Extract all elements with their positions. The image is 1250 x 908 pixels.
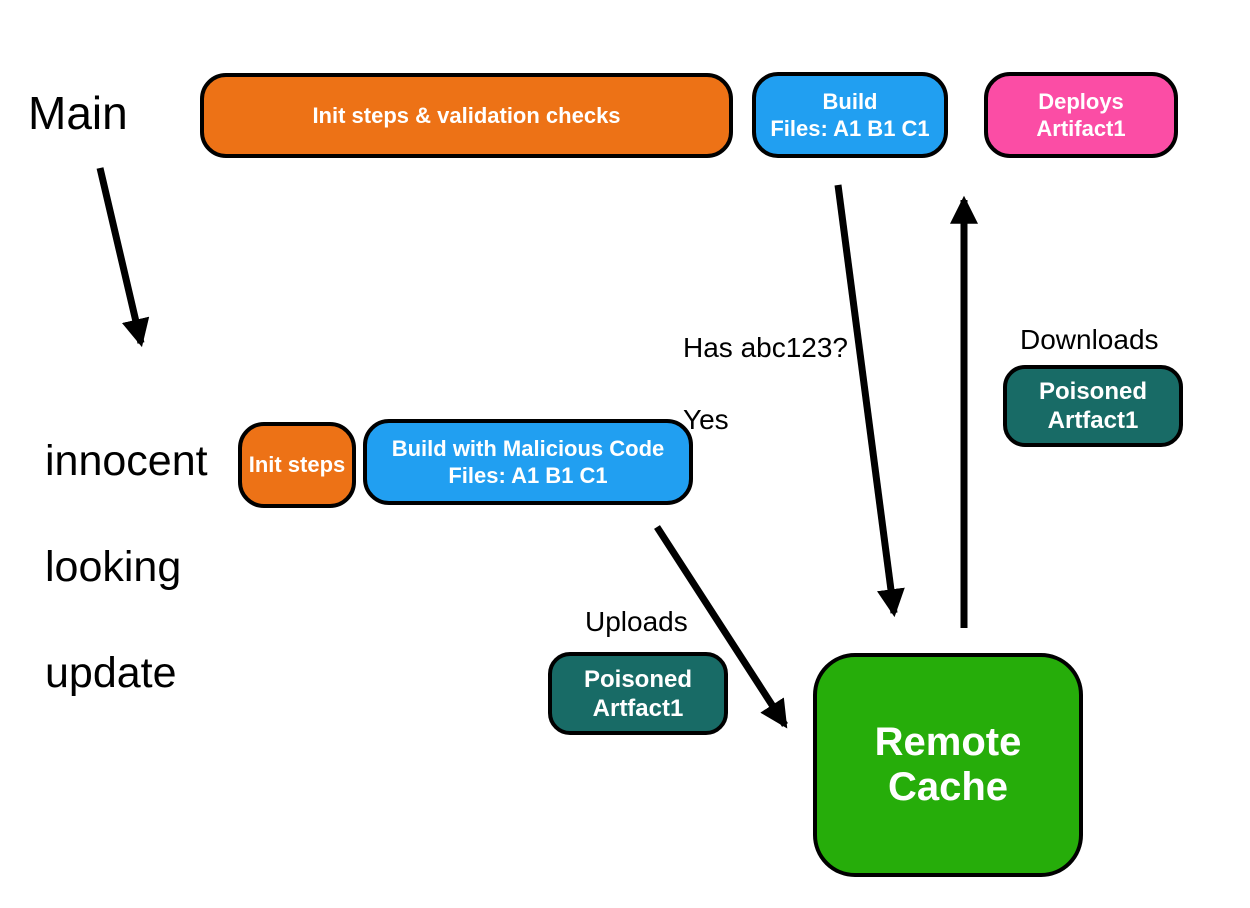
node-build-files: Build Files: A1 B1 C1 <box>752 72 948 158</box>
node-poisoned-artifact-uploaded-line2: Artfact1 <box>592 694 684 722</box>
node-init-steps: Init steps <box>238 422 356 508</box>
node-poisoned-artifact-uploaded: Poisoned Artfact1 <box>548 652 728 735</box>
node-init-steps-validation-checks: Init steps & validation checks <box>200 73 733 158</box>
label-uploads: Uploads <box>585 606 688 637</box>
node-deploys-artifact1: Deploys Artifact1 <box>984 72 1178 158</box>
node-poisoned-artifact-downloaded: Poisoned Artfact1 <box>1003 365 1183 447</box>
node-build-files-line1: Build <box>822 89 878 114</box>
label-has-abc123: Has abc123? Yes <box>683 294 848 438</box>
label-has-abc123-question: Has abc123? <box>683 332 849 363</box>
node-poisoned-artifact-uploaded-line1: Poisoned <box>583 665 692 693</box>
label-innocent-line3: update <box>45 649 177 697</box>
label-innocent-line1: innocent <box>45 437 208 485</box>
node-deploys-artifact1-line2: Artifact1 <box>1036 116 1126 141</box>
node-build-with-malicious-code-line2: Files: A1 B1 C1 <box>448 463 608 488</box>
arrow-main-to-update <box>96 167 150 348</box>
node-init-steps-label: Init steps <box>248 452 346 477</box>
node-remote-cache: Remote Cache <box>813 653 1083 877</box>
node-build-with-malicious-code-line1: Build with Malicious Code <box>391 436 665 461</box>
node-poisoned-artifact-downloaded-line1: Poisoned <box>1038 378 1147 405</box>
label-downloads: Downloads <box>1020 324 1159 355</box>
node-poisoned-artifact-downloaded-line2: Artfact1 <box>1047 407 1139 434</box>
node-remote-cache-label: Remote Cache <box>874 720 1022 809</box>
node-build-with-malicious-code: Build with Malicious Code Files: A1 B1 C… <box>363 419 693 505</box>
label-innocent-line2: looking <box>45 543 182 591</box>
label-main-branch: Main <box>28 87 128 139</box>
node-build-files-line2: Files: A1 B1 C1 <box>770 116 930 141</box>
node-deploys-artifact1-line1: Deploys <box>1038 89 1124 114</box>
label-innocent-looking-update: innocent looking update <box>45 382 208 700</box>
node-init-steps-validation-checks-label: Init steps & validation checks <box>312 102 621 128</box>
label-has-abc123-answer: Yes <box>683 404 729 435</box>
